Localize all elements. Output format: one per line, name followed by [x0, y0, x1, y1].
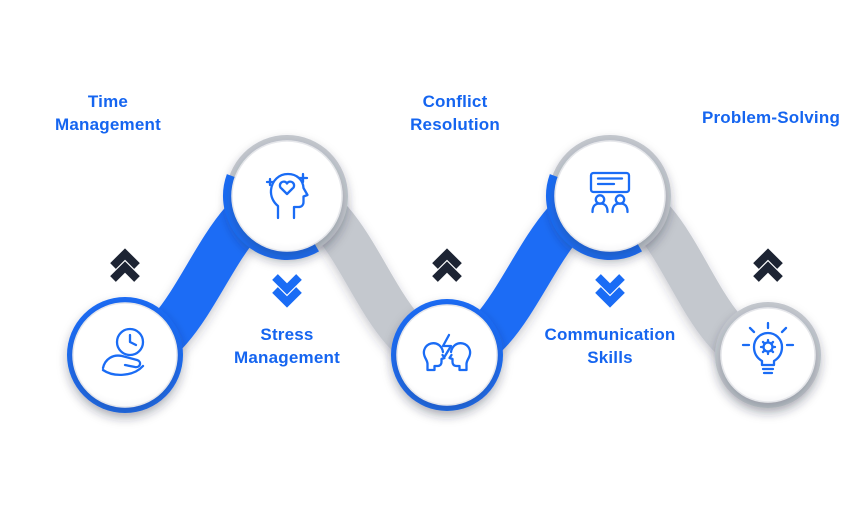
label-line: Management — [55, 115, 161, 134]
label-stress-management: Stress Management — [197, 323, 377, 369]
node-circle-3 — [396, 304, 498, 406]
label-line: Conflict — [422, 92, 488, 111]
label-line: Resolution — [410, 115, 500, 134]
node-icons — [101, 171, 795, 376]
node-ring-4-blue-arc — [546, 174, 642, 260]
label-problem-solving: Problem-Solving — [675, 106, 867, 129]
label-line: Skills — [587, 348, 633, 367]
node-ring-2-blue-arc — [223, 174, 319, 260]
node-circle-4 — [554, 140, 666, 252]
label-conflict-resolution: Conflict Resolution — [365, 90, 545, 136]
label-communication-skills: Communication Skills — [505, 323, 715, 369]
hand-clock-icon — [101, 327, 145, 376]
chevron-up-5 — [753, 248, 783, 282]
node-circle-2 — [231, 140, 343, 252]
label-line: Communication — [544, 325, 676, 344]
head-heart-icon — [265, 172, 309, 220]
chevrons — [110, 248, 783, 308]
chevron-up-1 — [110, 248, 140, 282]
label-line: Time — [87, 92, 129, 111]
chevron-up-3 — [432, 248, 462, 282]
label-time-management: Time Management — [18, 90, 198, 136]
presentation-people-icon — [589, 171, 631, 214]
label-line: Problem-Solving — [701, 108, 841, 127]
label-line: Management — [234, 348, 340, 367]
chevron-down-2 — [272, 274, 302, 308]
lightbulb-gear-icon — [741, 321, 795, 375]
label-line: Stress — [260, 325, 314, 344]
conflict-heads-icon — [422, 333, 472, 372]
chevron-down-4 — [595, 274, 625, 308]
